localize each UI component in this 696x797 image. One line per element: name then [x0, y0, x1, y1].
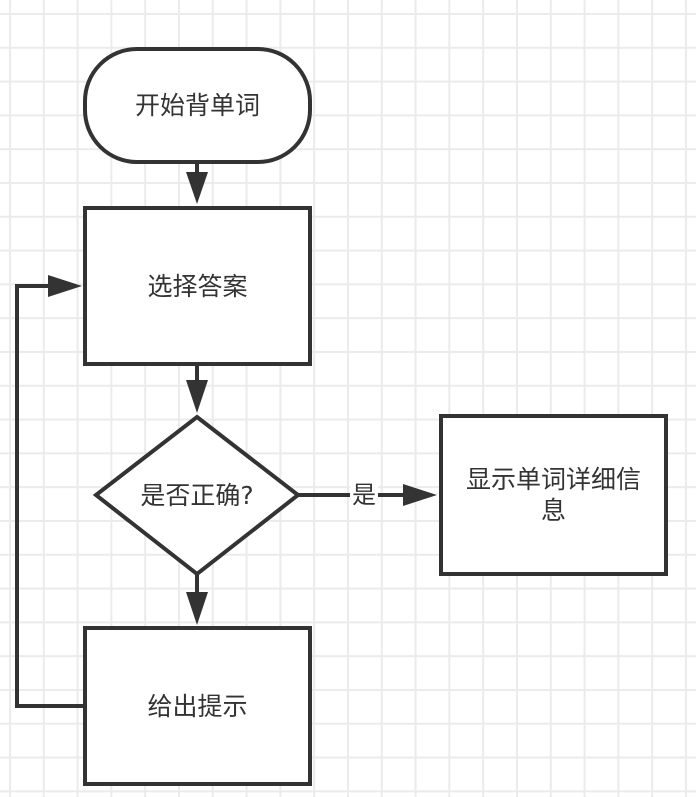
- arrowhead-icon: [403, 484, 437, 506]
- edge-choose-to-check[interactable]: [186, 364, 208, 413]
- arrowhead-icon: [186, 592, 208, 625]
- arrowhead-icon: [186, 172, 208, 204]
- edge-label-yes: 是: [350, 481, 378, 509]
- node-start-shape[interactable]: [83, 47, 312, 164]
- node-hint-shape[interactable]: [83, 626, 312, 786]
- edge-hint-to-choose[interactable]: [15, 275, 85, 708]
- edge-check-to-hint[interactable]: [186, 574, 208, 625]
- node-check-shape[interactable]: [92, 414, 302, 577]
- node-choose-shape[interactable]: [83, 206, 312, 366]
- edge-start-to-choose[interactable]: [186, 162, 208, 204]
- arrowhead-icon: [186, 380, 208, 413]
- node-detail-shape[interactable]: [439, 414, 668, 576]
- arrowhead-icon: [48, 275, 82, 297]
